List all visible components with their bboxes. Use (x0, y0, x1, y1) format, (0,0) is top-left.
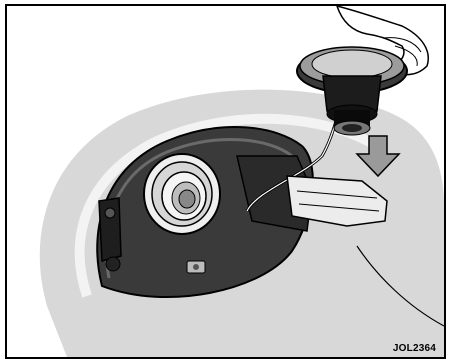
illustration-frame: JOL2364 (5, 4, 446, 359)
hinge-bracket (99, 198, 121, 261)
figure-code: JOL2364 (393, 343, 436, 354)
door-latch (187, 261, 205, 273)
filler-neck (144, 154, 220, 234)
fuel-door-illustration (7, 6, 444, 357)
